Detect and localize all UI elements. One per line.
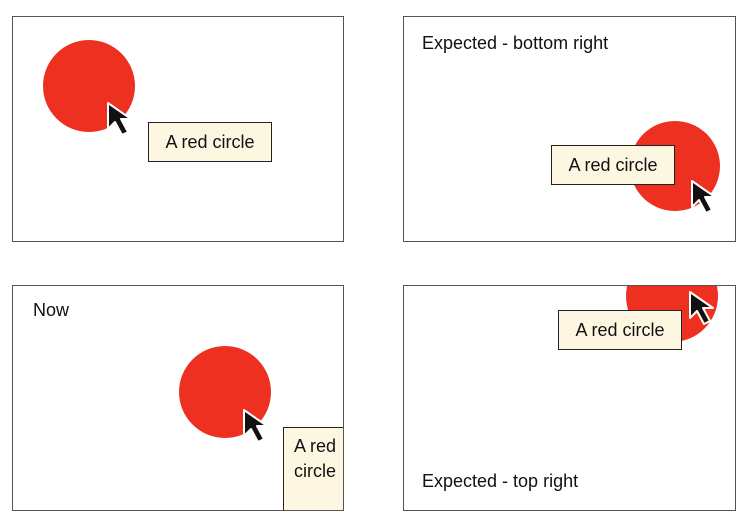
arrow-cursor-icon [106,101,140,141]
panel-label: Expected - bottom right [422,33,609,53]
tooltip: A red circle [148,122,272,162]
tooltip: A red circle [283,427,343,510]
panel-label: Now [33,300,70,320]
panel-bottom-left: Now A red circle [12,285,344,511]
panel-top-left: A red circle [12,16,344,242]
arrow-cursor-icon [242,408,276,448]
arrow-cursor-icon [688,290,722,330]
tooltip: A red circle [551,145,675,185]
panel-label: Expected - top right [422,471,579,491]
panel-top-right: Expected - bottom right A red circle [403,16,736,242]
arrow-cursor-icon [690,179,724,219]
tooltip: A red circle [558,310,682,350]
panel-bottom-right: A red circle Expected - top right [403,285,736,511]
